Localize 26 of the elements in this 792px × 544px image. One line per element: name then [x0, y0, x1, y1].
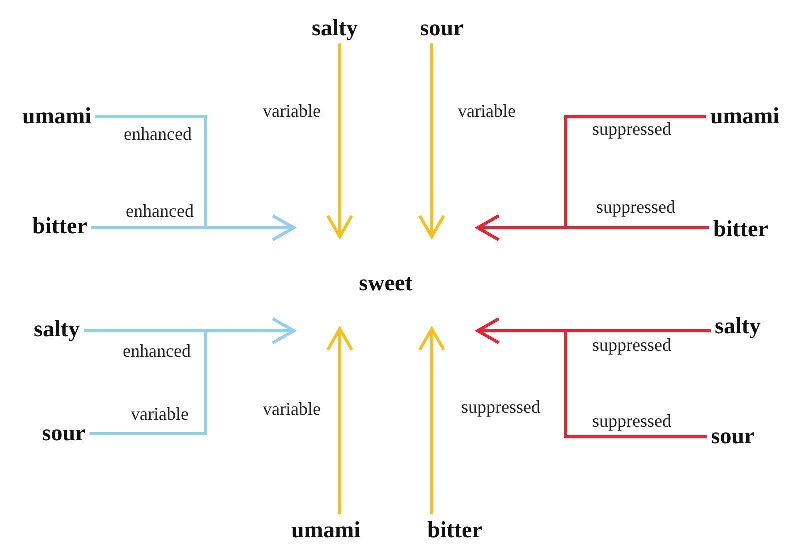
- arrow: [326, 44, 354, 238]
- arrow: [326, 328, 354, 514]
- taste-label: sour: [711, 423, 755, 449]
- arrow: [418, 328, 446, 514]
- taste-label: bitter: [714, 216, 768, 242]
- taste-label: umami: [292, 517, 360, 543]
- taste-label: salty: [715, 313, 761, 339]
- arrow: [91, 214, 296, 242]
- edge-label: suppressed: [460, 398, 542, 418]
- arrow: [476, 214, 710, 242]
- arrow: [90, 318, 296, 436]
- edge-label: suppressed: [596, 198, 676, 218]
- taste-label: umami: [710, 103, 780, 129]
- taste-label: sweet: [359, 270, 413, 296]
- arrow: [476, 318, 708, 438]
- taste-label: umami: [22, 103, 92, 129]
- taste-label: salty: [34, 316, 80, 342]
- taste-label: salty: [312, 15, 358, 41]
- taste-label: sour: [42, 420, 86, 446]
- taste-label: bitter: [32, 213, 88, 239]
- edge-label: suppressed: [592, 336, 672, 356]
- arrow: [418, 44, 446, 238]
- edge-label: suppressed: [592, 412, 672, 432]
- taste-label: sour: [420, 15, 464, 41]
- edge-label: suppressed: [592, 120, 672, 140]
- taste-label: bitter: [428, 517, 482, 543]
